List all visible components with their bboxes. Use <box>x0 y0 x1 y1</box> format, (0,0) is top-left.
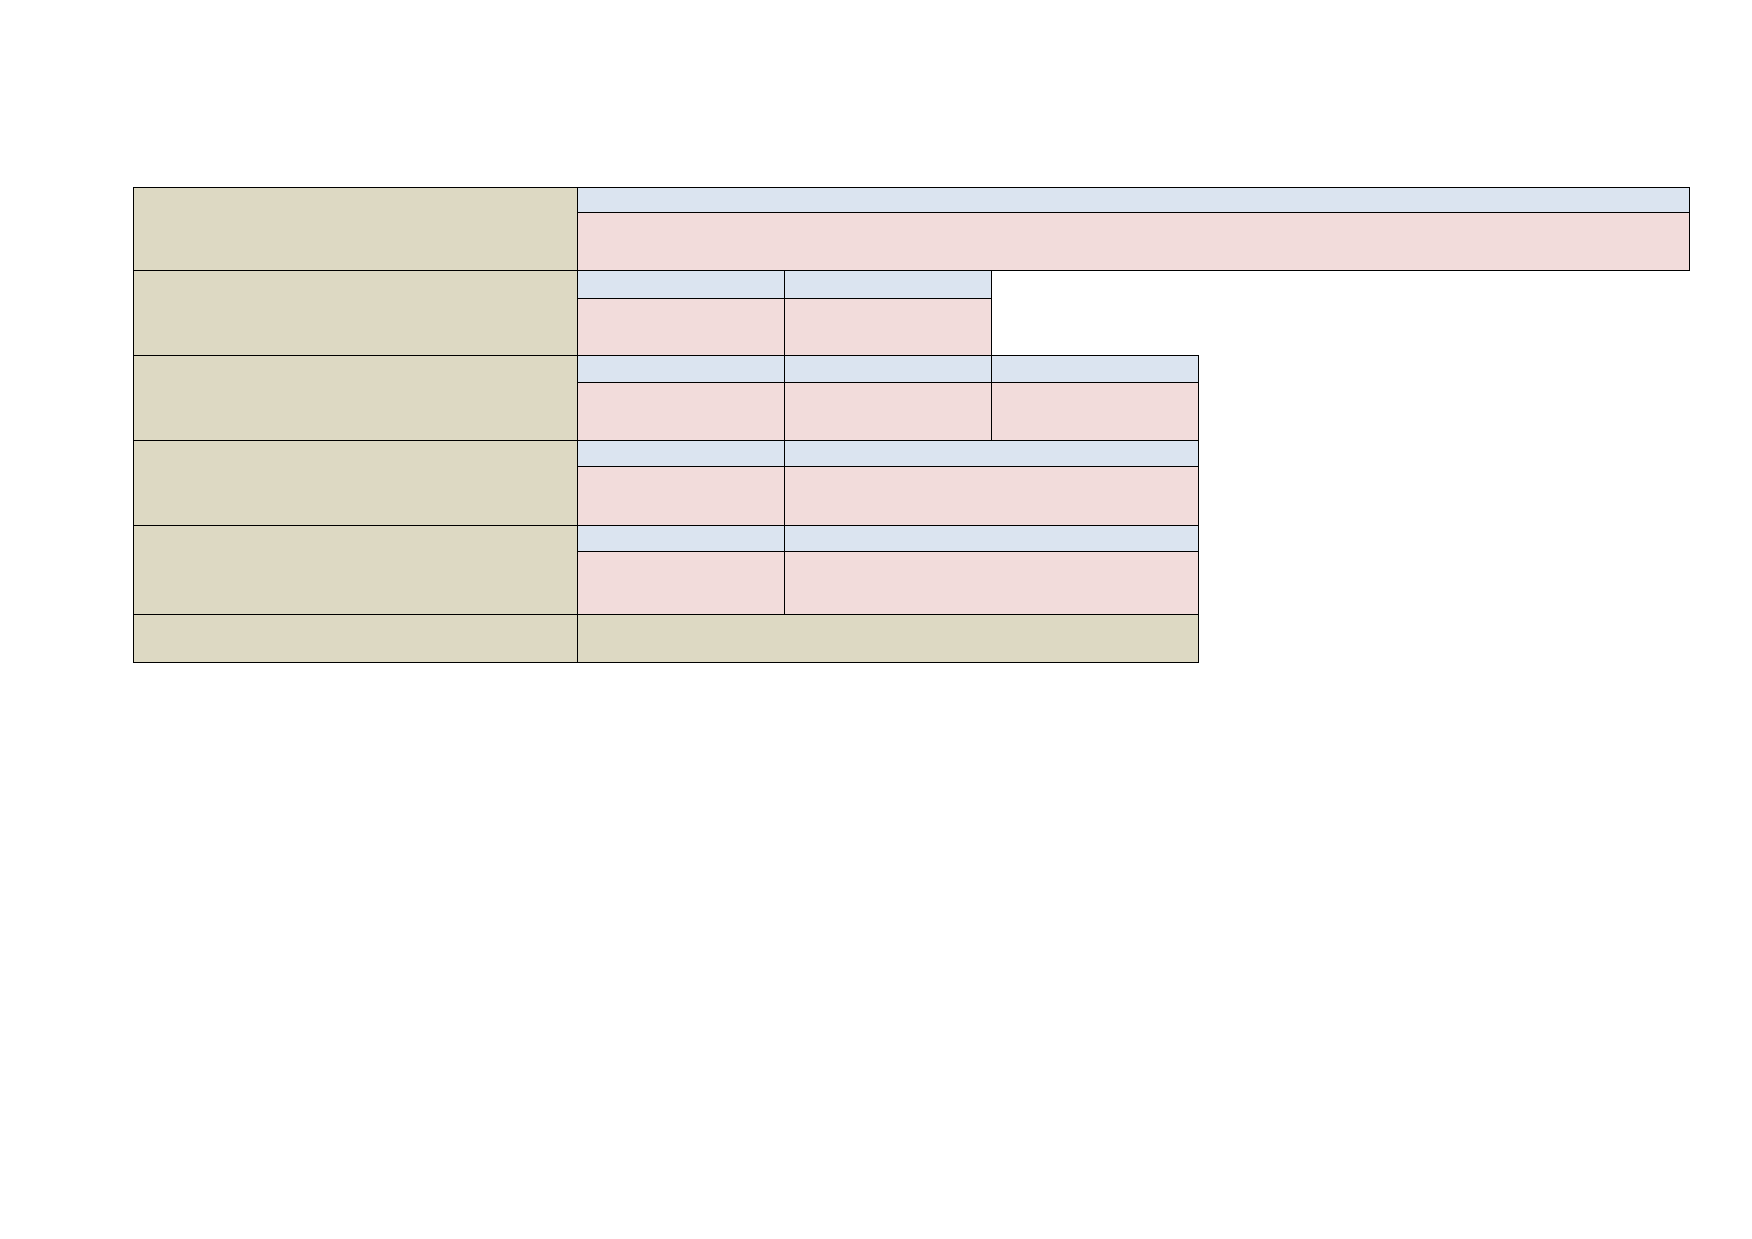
row-2-header-2 <box>784 270 992 299</box>
row-3-header-2 <box>784 355 992 383</box>
row-2-label <box>133 270 578 356</box>
row-4-value-2[interactable] <box>784 466 1199 526</box>
row-2-header-1 <box>577 270 785 299</box>
row-1-label <box>133 187 578 271</box>
row-3-header-3 <box>991 355 1199 383</box>
row-3-label <box>133 355 578 441</box>
row-2-value-1[interactable] <box>577 298 785 356</box>
row-4-label <box>133 440 578 526</box>
row-5-label <box>133 525 578 615</box>
row-3-header-1 <box>577 355 785 383</box>
row-2-value-2[interactable] <box>784 298 992 356</box>
row-5-header-2 <box>784 525 1199 552</box>
row-5-header-1 <box>577 525 785 552</box>
row-4-header-2 <box>784 440 1199 467</box>
row-4-header-1 <box>577 440 785 467</box>
footer-label <box>133 614 578 663</box>
row-1-header-1 <box>577 187 1690 213</box>
footer-value <box>577 614 1199 663</box>
row-3-value-3[interactable] <box>991 382 1199 441</box>
row-3-value-1[interactable] <box>577 382 785 441</box>
row-5-value-1[interactable] <box>577 551 785 615</box>
row-5-value-2[interactable] <box>784 551 1199 615</box>
row-1-value-1[interactable] <box>577 212 1690 271</box>
row-3-value-2[interactable] <box>784 382 992 441</box>
row-4-value-1[interactable] <box>577 466 785 526</box>
